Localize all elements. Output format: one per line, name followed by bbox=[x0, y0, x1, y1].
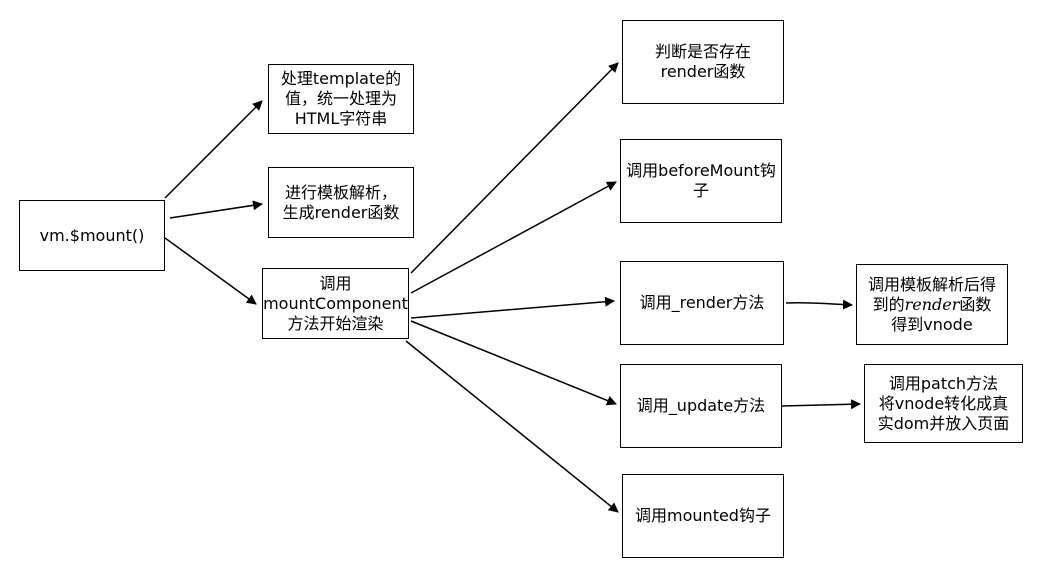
mount-component-node[interactable]: 调用 mountComponent 方法开始渲染 bbox=[262, 268, 409, 339]
before-mount-line2: 子 bbox=[692, 181, 709, 200]
call-render-node[interactable]: 调用_render方法 bbox=[620, 261, 784, 345]
check-render-node[interactable]: 判断是否存在 render函数 bbox=[622, 20, 784, 104]
call-update-node[interactable]: 调用_update方法 bbox=[620, 364, 782, 448]
get-vnode-line1: 调用模板解析后得 bbox=[867, 274, 996, 294]
before-mount-node[interactable]: 调用beforeMount钩 子 bbox=[620, 139, 782, 223]
mount-component-line1: 调用 bbox=[319, 273, 352, 293]
arrow-root-to-process-template bbox=[164, 100, 263, 199]
template-parse-node[interactable]: 进行模板解析， 生成render函数 bbox=[268, 167, 414, 238]
patch-line2: 将vnode转化成真 bbox=[878, 393, 1009, 413]
mount-component-line3: 方法开始渲染 bbox=[287, 313, 384, 333]
arrow-mount-to-call-render bbox=[410, 296, 615, 319]
get-vnode-line2-prefix: 到的 bbox=[872, 294, 905, 314]
process-template-line2: 值，统一处理为 bbox=[284, 89, 397, 108]
arrow-root-to-template-parse bbox=[169, 200, 263, 219]
arrow-mount-to-check-render bbox=[410, 62, 619, 274]
arrow-mount-to-before-mount bbox=[410, 181, 617, 294]
arrow-root-to-mount-component bbox=[164, 237, 257, 305]
template-parse-line1: 进行模板解析， bbox=[284, 182, 397, 202]
arrow-mount-to-call-update bbox=[410, 320, 617, 406]
mount-component-line2: mountComponent bbox=[263, 293, 408, 313]
patch-line1: 调用patch方法 bbox=[888, 373, 999, 393]
get-vnode-line2: 到的render函数 bbox=[868, 295, 996, 315]
call-render-label: 调用_render方法 bbox=[639, 293, 765, 312]
process-template-line3: HTML字符串 bbox=[294, 109, 388, 128]
get-vnode-line2-suffix: 函数 bbox=[959, 294, 992, 314]
arrow-call-render-to-get-vnode bbox=[785, 299, 853, 310]
mounted-node[interactable]: 调用mounted钩子 bbox=[622, 474, 784, 558]
get-vnode-line3: 得到vnode bbox=[891, 314, 973, 334]
get-vnode-node[interactable]: 调用模板解析后得 到的render函数 得到vnode bbox=[856, 264, 1008, 345]
check-render-line1: 判断是否存在 bbox=[654, 42, 751, 61]
check-render-line2: render函数 bbox=[660, 62, 746, 81]
arrow-call-update-to-patch bbox=[781, 399, 861, 410]
process-template-line1: 处理template的 bbox=[280, 69, 402, 88]
patch-node[interactable]: 调用patch方法 将vnode转化成真 实dom并放入页面 bbox=[864, 364, 1023, 443]
before-mount-line1: 调用beforeMount钩 bbox=[626, 161, 776, 180]
process-template-node[interactable]: 处理template的 值，统一处理为 HTML字符串 bbox=[268, 64, 414, 134]
root-node[interactable]: vm.$mount() bbox=[19, 200, 165, 271]
template-parse-line2: 生成render函数 bbox=[282, 202, 400, 222]
call-update-label: 调用_update方法 bbox=[636, 396, 766, 415]
get-vnode-line2-math: render bbox=[904, 294, 960, 314]
mounted-label: 调用mounted钩子 bbox=[635, 506, 771, 525]
root-label: vm.$mount() bbox=[39, 225, 145, 245]
patch-line3: 实dom并放入页面 bbox=[877, 413, 1010, 433]
arrow-mount-to-mounted bbox=[405, 340, 619, 513]
